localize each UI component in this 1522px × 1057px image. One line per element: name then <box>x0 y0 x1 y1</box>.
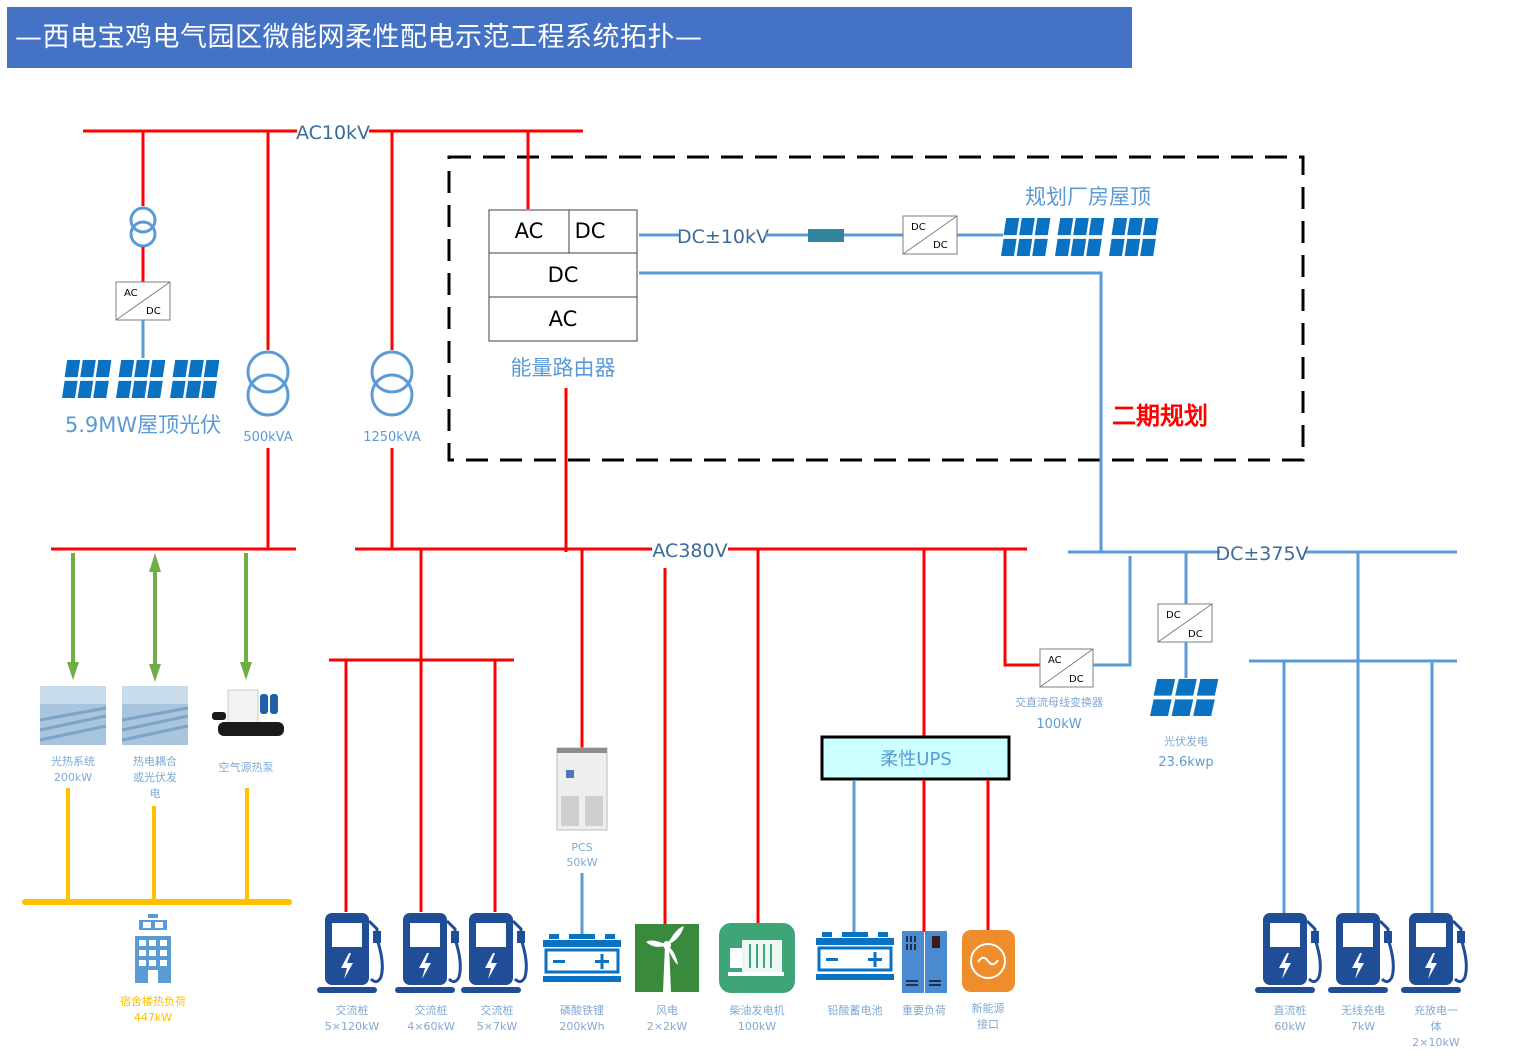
wind-label: 风电 <box>656 1004 678 1017</box>
rooftop-pv-label: 5.9MW屋顶光伏 <box>65 413 221 437</box>
svg-text:柔性UPS: 柔性UPS <box>880 749 951 770</box>
diesel-generator-icon <box>719 923 795 993</box>
ac-charger-3-icon <box>459 911 528 995</box>
svg-text:AC: AC <box>124 288 138 299</box>
solar-thermal-value: 200kW <box>54 771 92 784</box>
small-transformer-icon <box>129 206 157 248</box>
svg-text:DC: DC <box>548 263 579 287</box>
wireless-charger-label: 无线充电 <box>1341 1003 1385 1017</box>
pcs-cabinet-icon <box>556 747 608 831</box>
pv-acdc-converter-icon: AC DC <box>115 281 171 321</box>
dc-charger-value: 60kW <box>1274 1020 1305 1033</box>
energy-router-label: 能量路由器 <box>511 356 616 380</box>
v2g-charger-label-1: 充放电一 <box>1414 1003 1458 1017</box>
renewable-interface-label-1: 新能源 <box>972 1001 1005 1015</box>
planned-roof-label: 规划厂房屋顶 <box>1025 185 1151 209</box>
lfp-battery-label: 磷酸铁锂 <box>560 1003 604 1017</box>
ac-charger-2-label: 交流桩 <box>415 1003 448 1017</box>
wireless-charger-icon <box>1326 911 1395 995</box>
flexible-ups[interactable]: 柔性UPS <box>820 735 1011 781</box>
chp-label-line1: 热电耦合 <box>133 754 177 768</box>
chp-label-line3: 电 <box>150 787 161 800</box>
svg-text:DC: DC <box>146 306 161 317</box>
v2g-charger-label-2: 体 <box>1431 1019 1442 1033</box>
dormitory-value: 447kW <box>134 1011 172 1024</box>
small-pv-value: 23.6kwp <box>1158 755 1213 770</box>
svg-text:DC: DC <box>933 240 948 251</box>
dc10kv-label: DC±10kV <box>677 226 769 248</box>
svg-text:DC: DC <box>1166 610 1181 621</box>
wireless-charger-value: 7kW <box>1351 1020 1375 1033</box>
ac380v-label: AC380V <box>652 540 727 562</box>
lead-acid-battery-icon <box>814 930 896 982</box>
chp-label-line2: 或光伏发 <box>133 770 177 784</box>
phase2-label: 二期规划 <box>1112 402 1208 430</box>
v2g-charger-icon <box>1399 911 1468 995</box>
heat-pump-label: 空气源热泵 <box>219 760 274 774</box>
solar-thermal-label: 光热系统 <box>51 754 95 768</box>
svg-text:AC: AC <box>1048 655 1062 666</box>
svg-text:DC: DC <box>1188 629 1203 640</box>
acdc-converter-value: 100kW <box>1036 717 1081 732</box>
svg-text:DC: DC <box>1069 674 1084 685</box>
ac-charger-2-icon <box>393 911 462 995</box>
transformer-1250kva-label: 1250kVA <box>363 430 421 445</box>
renewable-interface-icon <box>962 930 1015 992</box>
v2g-charger-value: 2×10kW <box>1412 1036 1460 1049</box>
small-pv-label: 光伏发电 <box>1164 734 1208 748</box>
chp-photo <box>121 686 189 745</box>
solar-thermal-photo <box>39 686 107 745</box>
wind-turbine-icon <box>635 924 699 992</box>
svg-text:DC: DC <box>911 222 926 233</box>
transformer-1250kva-icon <box>370 350 414 417</box>
dc-charger-label: 直流桩 <box>1274 1003 1307 1017</box>
ac-charger-1-icon <box>315 911 384 995</box>
lfp-battery-value: 200kWh <box>559 1020 604 1033</box>
dc375v-label: DC±375V <box>1215 543 1308 565</box>
planned-dcdc-converter-icon: DC DC <box>902 215 958 255</box>
dc-charger-icon <box>1253 911 1322 995</box>
heat-pump-photo <box>212 689 284 736</box>
ac-charger-3-value: 5×7kW <box>477 1020 518 1033</box>
phase2-boundary <box>447 155 1305 462</box>
heat-pump-arrow <box>240 553 252 680</box>
critical-load-icon <box>902 931 947 993</box>
pcs-value: 50kW <box>566 856 597 869</box>
dc-breaker-icon <box>808 229 844 242</box>
transformer-500kva-label: 500kVA <box>243 430 292 445</box>
pv-dcdc-converter-icon: DC DC <box>1157 603 1213 643</box>
acdc-converter-label: 交直流母线变换器 <box>1015 695 1103 709</box>
chp-bidirectional-arrow <box>149 553 161 682</box>
ac-charger-1-value: 5×120kW <box>325 1020 380 1033</box>
small-pv-array-icon <box>1150 679 1219 716</box>
energy-router[interactable]: AC DC DC AC <box>488 209 638 342</box>
lead-acid-label: 铅酸蓄电池 <box>828 1003 883 1017</box>
dormitory-label: 宿舍楼热负荷 <box>120 994 186 1008</box>
diagram-title: —西电宝鸡电气园区微能网柔性配电示范工程系统拓扑— <box>7 7 1132 68</box>
ac10kv-label: AC10kV <box>296 122 370 144</box>
dormitory-building-icon <box>135 914 171 983</box>
rooftop-pv-array-icon <box>62 360 220 398</box>
pcs-label: PCS <box>571 841 592 854</box>
critical-load-label: 重要负荷 <box>902 1003 946 1017</box>
svg-text:DC: DC <box>575 219 606 243</box>
diesel-label: 柴油发电机 <box>730 1003 785 1017</box>
lfp-battery-icon <box>541 932 623 984</box>
ac-charger-3-label: 交流桩 <box>481 1003 514 1017</box>
acdc-bus-converter-icon: AC DC <box>1039 648 1094 688</box>
renewable-interface-label-2: 接口 <box>977 1018 999 1031</box>
diesel-value: 100kW <box>738 1020 776 1033</box>
svg-text:AC: AC <box>515 219 544 243</box>
transformer-500kva-icon <box>246 350 290 417</box>
planned-pv-array-icon <box>1001 218 1159 256</box>
ac-charger-2-value: 4×60kW <box>407 1020 455 1033</box>
wind-value: 2×2kW <box>647 1020 688 1033</box>
svg-text:AC: AC <box>549 307 578 331</box>
ac-charger-1-label: 交流桩 <box>336 1003 369 1017</box>
solar-thermal-arrow <box>67 553 79 680</box>
